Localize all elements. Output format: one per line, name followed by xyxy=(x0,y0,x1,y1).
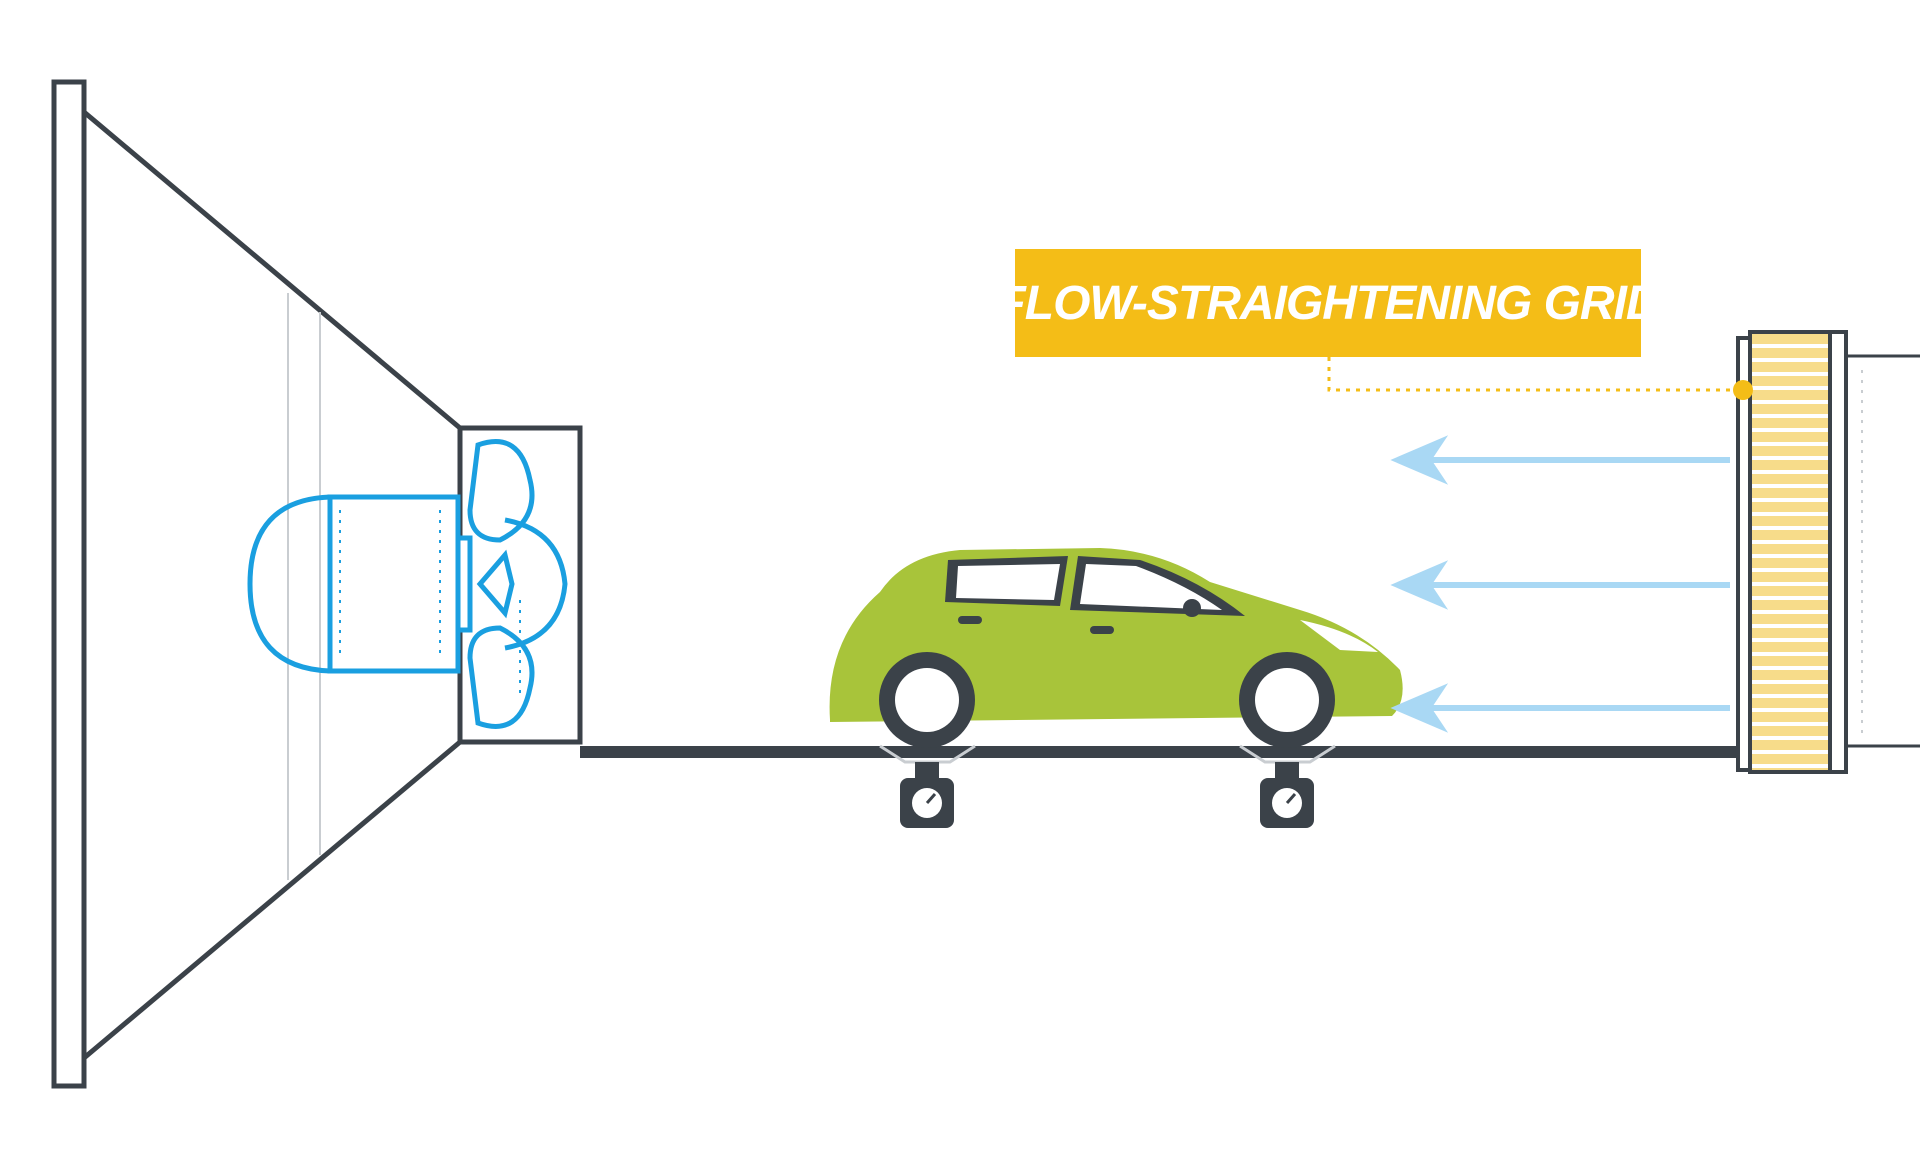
car-rear-window-glass xyxy=(956,564,1060,600)
scale-gauge-icon xyxy=(879,744,1336,828)
funnel-top-edge xyxy=(82,110,462,430)
front-scale-needle xyxy=(1285,793,1297,804)
airflow-arrow-1-head xyxy=(1390,435,1449,485)
car-front-door-handle xyxy=(1090,626,1114,634)
callout-leader-line xyxy=(1327,357,1741,392)
car-front-window-glass xyxy=(1080,564,1222,610)
callout-label: FLOW-STRAIGHTENING GRID xyxy=(996,276,1660,330)
airflow-arrow-icon xyxy=(1390,435,1730,733)
car-icon xyxy=(829,548,1403,748)
callout-box xyxy=(1015,249,1641,357)
fan-hub xyxy=(455,535,473,633)
car-rear-hubcap xyxy=(895,668,959,732)
fan-motor-body xyxy=(327,494,461,674)
callout-leader xyxy=(1327,357,1753,400)
car-headlight xyxy=(1300,620,1378,652)
airflow-arrow-2-head xyxy=(1390,560,1449,610)
fan-blade-top xyxy=(467,439,535,543)
grid-slats xyxy=(1752,344,1828,768)
airflow-arrow-3-head xyxy=(1390,683,1449,733)
callout-leader-dot xyxy=(1733,380,1753,400)
rear-support-post xyxy=(915,762,939,778)
funnel-back-plate xyxy=(51,79,87,1089)
funnel-bottom-edge xyxy=(82,740,462,1060)
tunnel-funnel xyxy=(51,79,583,1089)
car-rear-door-handle xyxy=(958,616,982,624)
flow-straightening-grid-icon xyxy=(1736,330,1920,774)
fan-icon xyxy=(247,439,568,729)
fan-motor-dome xyxy=(247,494,331,674)
rear-scale-needle xyxy=(925,793,937,804)
fan-blade-front xyxy=(504,517,568,651)
fan-blade-bottom xyxy=(467,625,535,729)
test-section-floor xyxy=(580,746,1740,758)
grid-body xyxy=(1748,330,1832,774)
car-front-hubcap xyxy=(1255,668,1319,732)
car-side-mirror xyxy=(1183,599,1201,617)
front-support-post xyxy=(1275,762,1299,778)
fan-spinner xyxy=(476,549,515,619)
grid-rear-frame xyxy=(1828,330,1848,774)
